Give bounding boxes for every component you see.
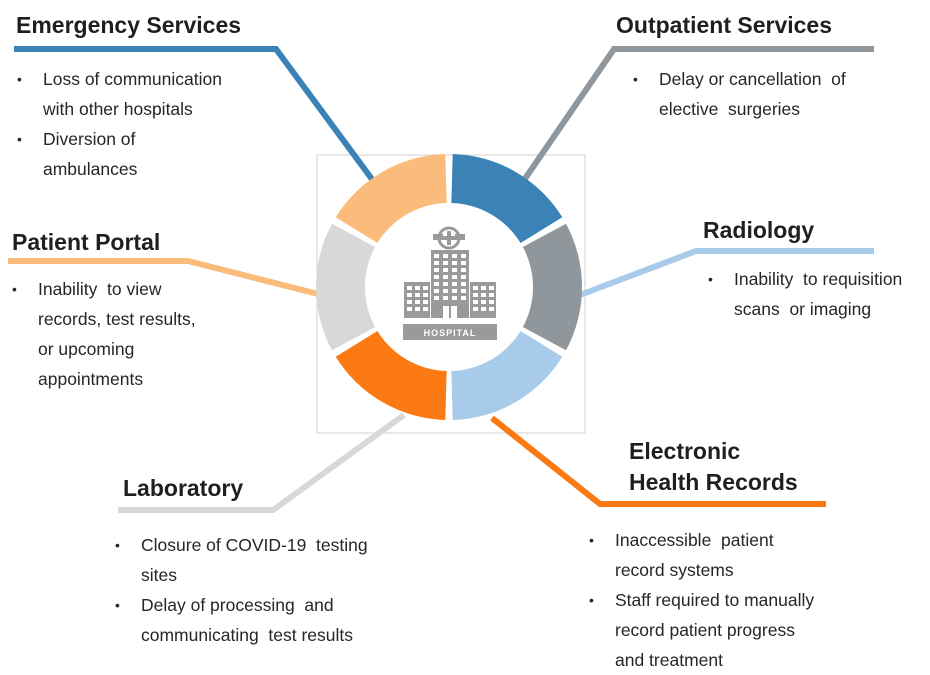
connector-outpatient [517, 46, 874, 188]
patient-portal-list: Inability to view records, test results,… [10, 274, 270, 394]
connector-portal [8, 258, 319, 297]
list-item: Diversion of ambulances [15, 124, 285, 184]
outpatient-services-title: Outpatient Services [616, 12, 833, 38]
outpatient-services-list: Delay or cancellation of elective surger… [631, 64, 921, 124]
ring-segment-laboratory [316, 223, 376, 351]
ring-segment-radiology [451, 331, 563, 420]
radiology-title: Radiology [703, 217, 815, 243]
connector-emergency [14, 46, 380, 188]
connector-radiology [578, 248, 874, 298]
patient-portal-title: Patient Portal [12, 229, 161, 255]
list-item: Inability to view records, test results,… [10, 274, 270, 394]
connector-laboratory [118, 412, 406, 513]
emergency-services-list: Loss of communication with other hospita… [15, 64, 285, 184]
radiology-list: Inability to requisition scans or imagin… [706, 264, 926, 324]
ehr-title-line1: Electronic [629, 438, 741, 464]
list-item: Closure of COVID-19 testing sites [113, 530, 433, 590]
list-item: Inaccessible patient record systems [587, 525, 887, 585]
ring-segment-emergency [451, 154, 563, 243]
list-item: Staff required to manually record patien… [587, 585, 887, 675]
ring-segment-portal [335, 154, 447, 243]
hospital-icon-label: HOSPITAL [424, 328, 477, 338]
ring-segment-outpatient [522, 223, 583, 351]
list-item: Inability to requisition scans or imagin… [706, 264, 926, 324]
hospital-icon: HOSPITAL [403, 226, 497, 340]
ring-segment-ehr [335, 331, 447, 420]
list-item: Loss of communication with other hospita… [15, 64, 285, 124]
laboratory-list: Closure of COVID-19 testing sites Delay … [113, 530, 433, 650]
connector-ehr [490, 415, 826, 507]
list-item: Delay or cancellation of elective surger… [631, 64, 921, 124]
laboratory-title: Laboratory [123, 475, 244, 501]
ehr-title-line2: Health Records [629, 469, 798, 495]
list-item: Delay of processing and communicating te… [113, 590, 433, 650]
emergency-services-title: Emergency Services [16, 12, 242, 38]
ehr-list: Inaccessible patient record systems Staf… [587, 525, 887, 675]
